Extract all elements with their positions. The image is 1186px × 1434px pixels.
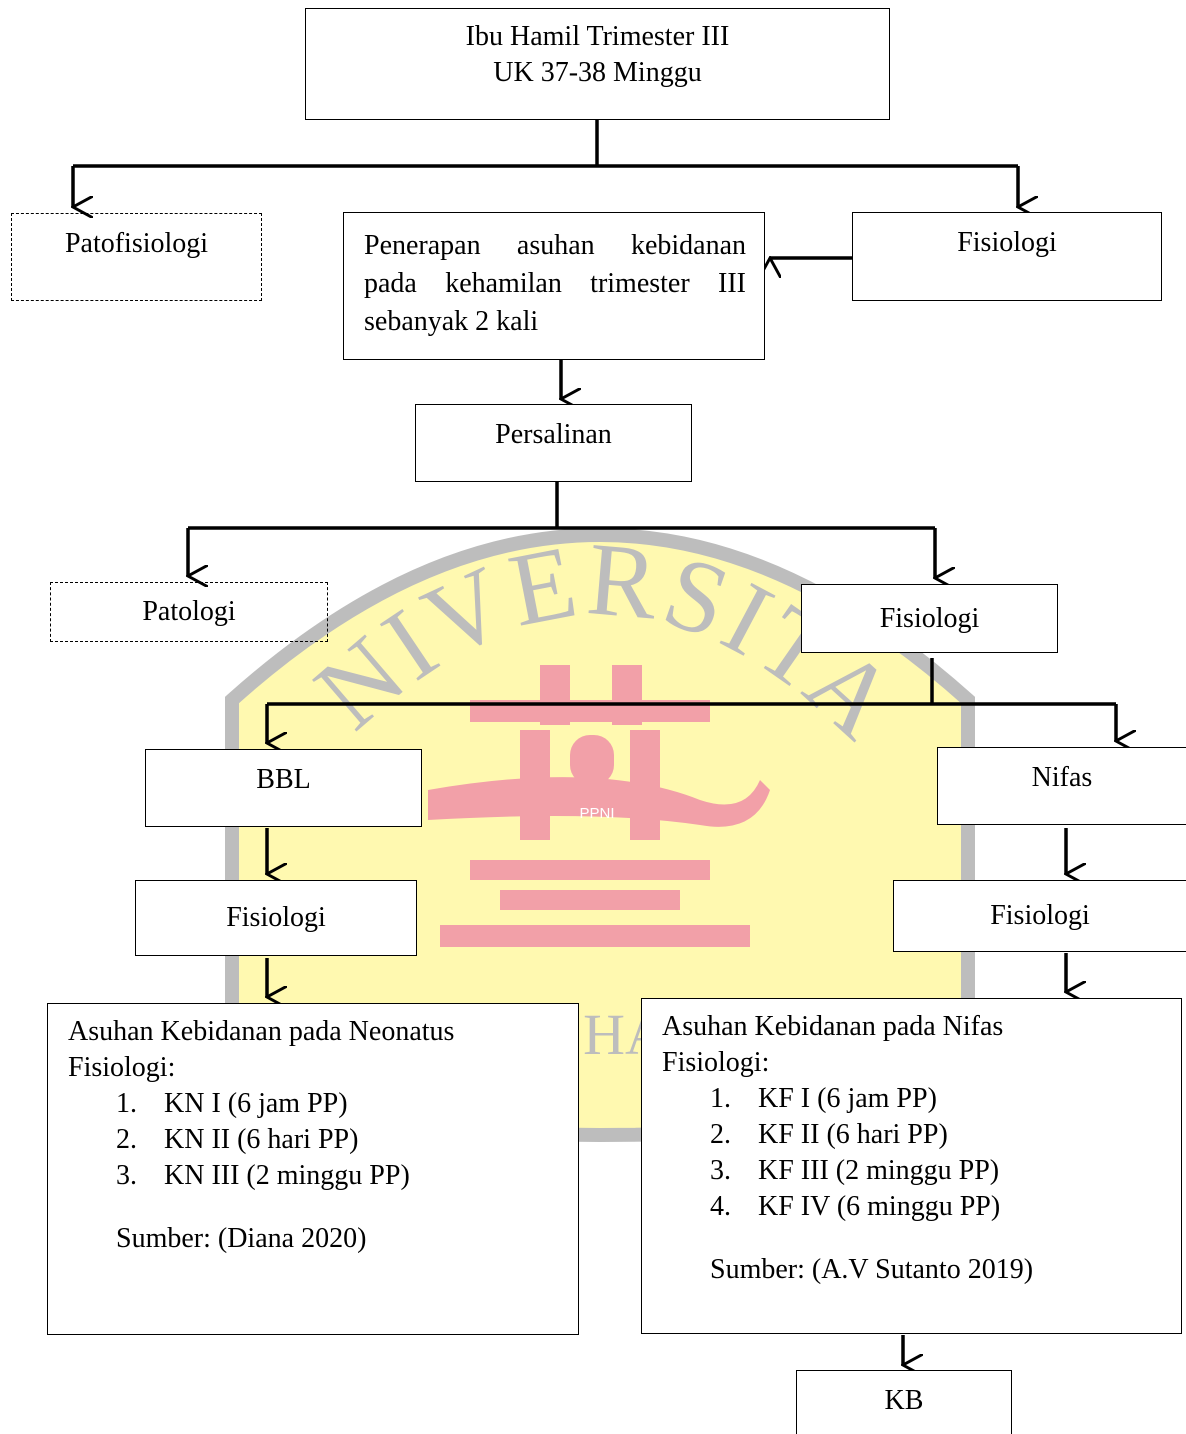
nifas-visit-list: 1. KF I (6 jam PP) 2. KF II (6 hari PP) 3. KF… [710, 1081, 1181, 1225]
node-asuhan-nifas: Asuhan Kebidanan pada Nifas Fisiologi: 1… [641, 998, 1182, 1334]
node-fisiologi-nifas-label: Fisiologi [990, 900, 1090, 931]
node-patofisiologi: Patofisiologi [11, 213, 262, 301]
nifas-visit-item-text: KF III (2 minggu PP) [758, 1155, 1000, 1186]
node-patofisiologi-label: Patofisiologi [64, 228, 209, 259]
node-kb: KB [796, 1370, 1012, 1434]
node-bbl-label: BBL [256, 764, 311, 795]
nifas-visit-item: 4. KF IV (6 minggu PP) [710, 1189, 1181, 1225]
node-nifas-label: Nifas [1031, 762, 1093, 793]
node-patologi-label: Patologi [142, 596, 236, 627]
node-asuhan-neonatus: Asuhan Kebidanan pada Neonatus Fisiologi… [47, 1003, 579, 1335]
neonatus-visit-item-number: 3. [116, 1160, 137, 1191]
node-fisiologi-nifas: Fisiologi [893, 880, 1186, 952]
node-persalinan: Persalinan [415, 404, 692, 482]
node-nifas: Nifas [937, 747, 1186, 825]
ppni-logo-text: PPNI [579, 805, 614, 822]
nifas-source: Sumber: (A.V Sutanto 2019) [710, 1254, 1034, 1285]
nifas-visit-item-text: KF II (6 hari PP) [758, 1119, 948, 1150]
neonatus-subtitle: Fisiologi: [68, 1052, 176, 1083]
nifas-visit-item-number: 2. [710, 1119, 731, 1150]
node-persalinan-label: Persalinan [495, 419, 612, 450]
node-ibu-hamil-line1: Ibu Hamil Trimester III [465, 21, 730, 52]
neonatus-visit-item-text: KN I (6 jam PP) [164, 1088, 348, 1119]
neonatus-title: Asuhan Kebidanan pada Neonatus [68, 1016, 455, 1047]
nifas-visit-item: 1. KF I (6 jam PP) [710, 1081, 1181, 1117]
node-ibu-hamil: Ibu Hamil Trimester III UK 37-38 Minggu [305, 8, 890, 120]
neonatus-source: Sumber: (Diana 2020) [116, 1223, 367, 1254]
nifas-visit-item-number: 4. [710, 1191, 731, 1222]
node-kb-label: KB [884, 1385, 924, 1416]
neonatus-visit-item-text: KN III (2 minggu PP) [164, 1160, 410, 1191]
nifas-title: Asuhan Kebidanan pada Nifas [662, 1011, 1004, 1042]
node-fisiologi-persalinan: Fisiologi [801, 584, 1058, 653]
nifas-visit-item-number: 1. [710, 1083, 731, 1114]
neonatus-visit-item-number: 1. [116, 1088, 137, 1119]
nifas-visit-item-text: KF IV (6 minggu PP) [758, 1191, 1001, 1222]
node-patologi: Patologi [50, 582, 328, 642]
neonatus-visit-item: 2. KN II (6 hari PP) [116, 1122, 578, 1158]
neonatus-visit-item: 3. KN III (2 minggu PP) [116, 1158, 578, 1194]
nifas-visit-item-text: KF I (6 jam PP) [758, 1083, 937, 1114]
node-fisiologi-kehamilan: Fisiologi [852, 212, 1162, 301]
node-ibu-hamil-line2: UK 37-38 Minggu [493, 57, 702, 88]
nifas-visit-item-number: 3. [710, 1155, 731, 1186]
node-penerapan: Penerapan asuhan kebidanan pada kehamila… [343, 212, 765, 360]
nifas-visit-item: 3. KF III (2 minggu PP) [710, 1153, 1181, 1189]
node-fisiologi-bbl-label: Fisiologi [226, 902, 326, 933]
node-fisiologi-bbl: Fisiologi [135, 880, 417, 956]
node-fisiologi-persalinan-label: Fisiologi [879, 602, 980, 634]
neonatus-visit-list: 1. KN I (6 jam PP) 2. KN II (6 hari PP) 3. KN… [116, 1086, 578, 1194]
nifas-visit-item: 2. KF II (6 hari PP) [710, 1117, 1181, 1153]
neonatus-visit-item-number: 2. [116, 1124, 137, 1155]
nifas-subtitle: Fisiologi: [662, 1047, 770, 1078]
node-fisiologi-kehamilan-label: Fisiologi [957, 227, 1057, 258]
node-penerapan-label: Penerapan asuhan kebidanan pada kehamila… [364, 230, 746, 337]
neonatus-visit-item-text: KN II (6 hari PP) [164, 1124, 359, 1155]
node-bbl: BBL [145, 749, 422, 827]
neonatus-visit-item: 1. KN I (6 jam PP) [116, 1086, 578, 1122]
